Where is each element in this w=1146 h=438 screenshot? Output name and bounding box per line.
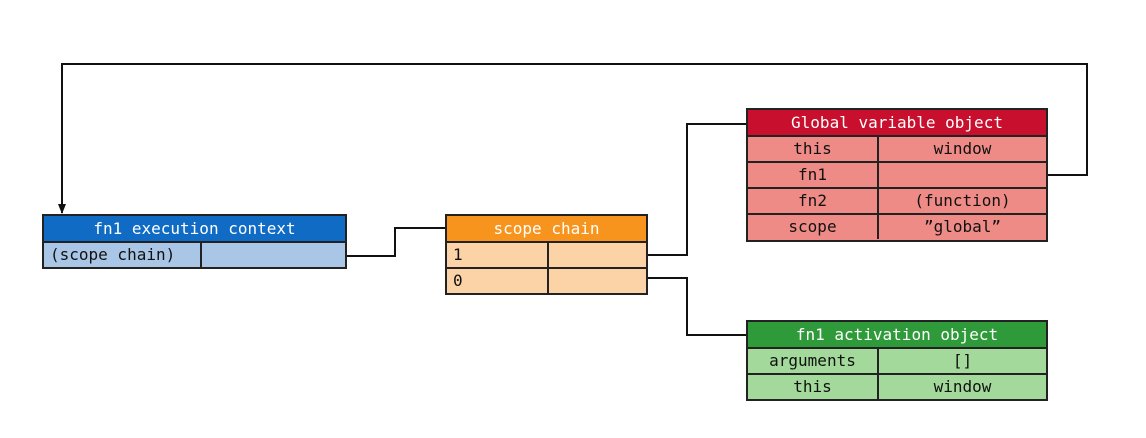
execution-context-box: fn1 execution context (scope chain): [42, 214, 347, 269]
scope-chain-index: 0: [447, 269, 549, 293]
activation-object-key: this: [748, 375, 879, 399]
activation-object-key: arguments: [748, 349, 879, 373]
global-variable-object-title: Global variable object: [748, 110, 1046, 137]
global-object-key: scope: [748, 215, 879, 239]
global-object-key: fn2: [748, 189, 879, 213]
activation-object-box: fn1 activation object arguments [] this …: [746, 320, 1048, 401]
activation-object-value: window: [933, 377, 992, 396]
global-object-value: ”global”: [923, 217, 1002, 236]
global-object-value: (function): [914, 191, 1011, 210]
global-object-row: fn1: [748, 163, 1046, 189]
scope-chain-pointer-cell: [549, 269, 646, 293]
activation-object-title: fn1 activation object: [748, 322, 1046, 349]
scope-chain-label: (scope chain): [44, 243, 202, 267]
activation-object-row: arguments []: [748, 349, 1046, 375]
activation-object-row: this window: [748, 375, 1046, 399]
global-variable-object-box: Global variable object this window fn1 f…: [746, 108, 1048, 242]
arrow-scope-chain-slot: [315, 224, 475, 257]
arrow-fn1-to-execution-context: [58, 63, 1088, 214]
global-object-row: this window: [748, 137, 1046, 163]
scope-chain-pointer-cell: [202, 243, 345, 267]
scope-chain-row: 0: [447, 269, 646, 293]
execution-context-title: fn1 execution context: [44, 216, 345, 243]
execution-context-row: (scope chain): [44, 243, 345, 267]
scope-chain-index: 1: [447, 243, 549, 267]
global-object-value: window: [933, 139, 992, 158]
global-object-key: fn1: [748, 163, 879, 187]
global-object-key: this: [748, 137, 879, 161]
global-object-value: [879, 163, 1046, 187]
global-object-row: fn2 (function): [748, 189, 1046, 215]
scope-chain-row: 1: [447, 243, 646, 269]
global-object-row: scope ”global”: [748, 215, 1046, 239]
scope-chain-box: scope chain 1 0: [445, 214, 648, 295]
scope-chain-title: scope chain: [447, 216, 646, 243]
activation-object-value: []: [952, 351, 973, 370]
scope-chain-pointer-cell: [549, 243, 646, 267]
